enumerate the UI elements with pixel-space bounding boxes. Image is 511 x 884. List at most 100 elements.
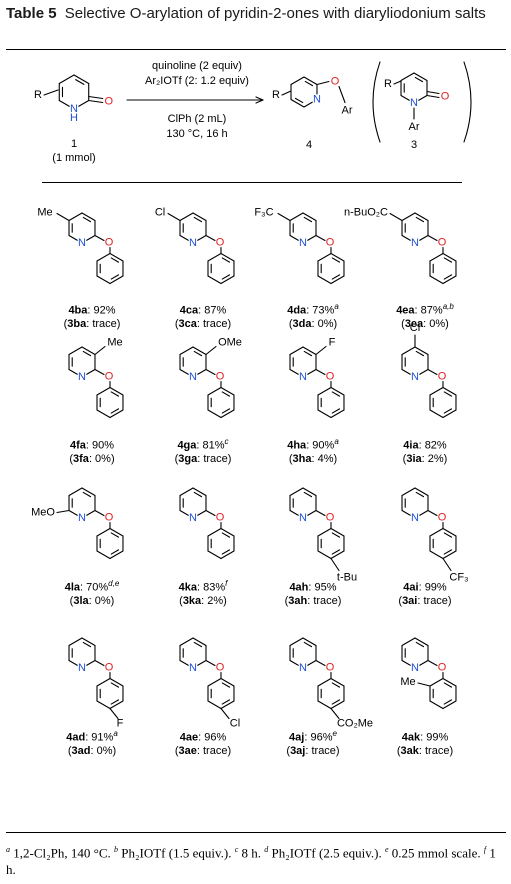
byproduct-id: 3ae (178, 744, 197, 757)
ring-bond (330, 677, 345, 687)
ring-bond (81, 487, 96, 497)
substituent-bond (442, 557, 452, 572)
product-o-number: 4 (306, 139, 312, 151)
ring-double-bond (221, 391, 231, 397)
substituent-cl: Cl (230, 718, 240, 730)
ring-bond (220, 409, 235, 419)
byproduct-id: 3ea (404, 317, 424, 330)
ring-bond (192, 487, 207, 497)
ether-oxygen: O (438, 371, 447, 383)
ring-bond (179, 212, 194, 222)
byproduct-id: 3ga (178, 452, 198, 465)
byproduct-id: 3ha (292, 452, 312, 465)
ring-bond (317, 700, 332, 710)
substituent-bond (56, 212, 70, 222)
ring-bond (401, 346, 416, 356)
ring-double-bond (193, 641, 203, 648)
ring-double-bond (110, 391, 120, 397)
ring-double-bond (443, 699, 453, 705)
ring-nitrogen: N (411, 371, 419, 383)
ring-double-bond (193, 216, 203, 223)
ring-double-bond (82, 350, 92, 357)
yield: : 83% (196, 581, 226, 594)
ring-bond (413, 72, 428, 82)
ring-bond (179, 346, 194, 356)
ring-double-bond (110, 532, 120, 538)
substituent-me: Me (107, 337, 122, 349)
ring-bond (220, 677, 235, 687)
c-o-bond (94, 368, 105, 376)
byproduct-yield: : trace) (196, 317, 232, 330)
byproduct-id: 3aj (290, 744, 306, 757)
ring-bond (220, 550, 235, 560)
ring-bond (400, 72, 415, 82)
ring-bond (401, 212, 416, 222)
ring-bond (429, 700, 444, 710)
ring-nitrogen: N (411, 662, 419, 674)
c-o-bond (427, 368, 438, 376)
substituent-bond (167, 212, 181, 222)
ring-double-bond (443, 257, 453, 263)
ring-bond (307, 659, 317, 666)
entry-label: 4ba: 92%(3ba: trace) (63, 304, 121, 330)
byproduct-id: 3ad (71, 744, 91, 757)
ring-bond (207, 386, 222, 396)
ring-double-bond (303, 216, 313, 223)
ring-bond (68, 346, 83, 356)
product-id: 4la (64, 581, 81, 594)
byproduct-yield: : trace) (196, 744, 232, 757)
product-id: 4ca (179, 304, 199, 317)
substituent-co2me: CO₂Me (337, 718, 373, 730)
ring-double-bond (415, 491, 425, 498)
substituent-r: R (34, 89, 42, 101)
ring-bond (96, 550, 111, 560)
ring-bond (179, 659, 189, 666)
ring-bond (81, 212, 96, 222)
footnote-mark: d (264, 845, 269, 854)
ether-oxygen: O (438, 512, 447, 524)
ring-bond (330, 252, 345, 262)
substituent-cf3: CF₃ (449, 572, 468, 584)
carbonyl-double (88, 95, 104, 100)
ring-bond (401, 487, 416, 497)
ring-nitrogen: N (78, 237, 86, 249)
ring-bond (419, 234, 429, 241)
substituent-tbu: t-Bu (337, 572, 357, 584)
footnote-mark: c (234, 845, 239, 854)
product-id: 4ba (68, 304, 88, 317)
ring-bond (220, 275, 235, 285)
entry-label: 4ia: 82%(3ia: 2%) (402, 439, 448, 465)
ring-bond (96, 700, 111, 710)
ring-double-bond (110, 274, 120, 280)
ring-bond (109, 252, 124, 262)
ring-bond (58, 74, 75, 85)
yield: : 96% (198, 731, 227, 744)
ring-bond (429, 386, 444, 396)
ether-oxygen: O (326, 237, 335, 249)
entry-label: 4ka: 83%f(3ka: 2%) (178, 579, 228, 607)
ring-nitrogen: N (411, 237, 419, 249)
ring-bond (179, 509, 189, 516)
ring-bond (442, 677, 457, 687)
c-o-bond (94, 659, 105, 667)
yield: : 92% (87, 304, 116, 317)
substituent-cl: Cl (155, 207, 165, 219)
ring-bond (179, 487, 194, 497)
ring-bond (58, 99, 70, 107)
ring-bond (68, 659, 78, 666)
byproduct-yield: : 0%) (423, 317, 449, 330)
ring-bond (207, 409, 222, 419)
ether-oxygen: O (326, 371, 335, 383)
ring-bond (86, 368, 96, 375)
ring-double-bond (221, 682, 231, 688)
byproduct-yield: : 2%) (201, 594, 227, 607)
ring-double-bond (414, 76, 424, 83)
substituent-cf3: F₃C (254, 207, 273, 219)
yield: : 82% (418, 439, 447, 452)
byproduct-id: 3ah (288, 594, 308, 607)
ring-double-bond (443, 532, 453, 538)
ring-nitrogen: N (313, 94, 321, 106)
substituent-r: R (384, 78, 392, 90)
byproduct-id: 3ak (400, 744, 419, 757)
ether-oxygen: O (105, 237, 114, 249)
